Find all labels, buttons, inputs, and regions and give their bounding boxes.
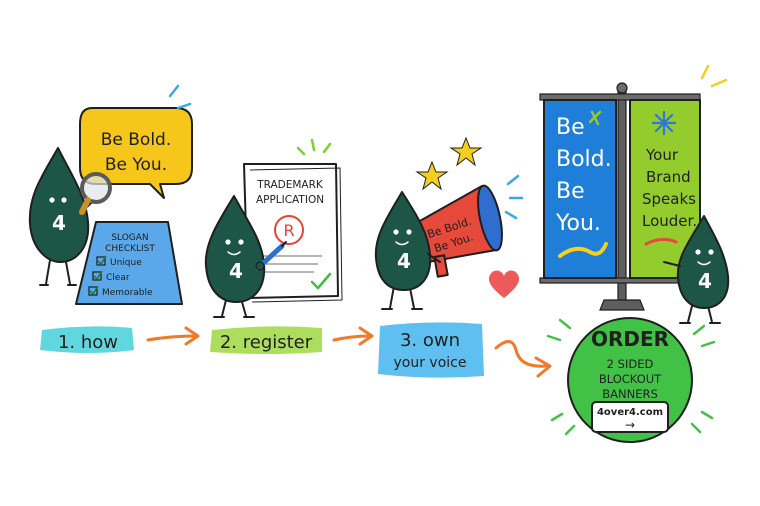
banner-stand: Be Bold. Be You. Your Brand Speaks Loude… bbox=[539, 64, 730, 324]
step-2-label: 2. register bbox=[210, 326, 322, 354]
step-3-text-1: 3. own bbox=[400, 330, 460, 351]
order-url[interactable]: 4over4.com bbox=[597, 407, 663, 418]
heart-icon bbox=[488, 270, 520, 298]
magnifier-icon bbox=[79, 172, 112, 215]
banner-left-line: Be bbox=[556, 179, 585, 204]
checklist-item-label: Memorable bbox=[102, 288, 153, 298]
trademark-document: TRADEMARK APPLICATION R bbox=[243, 163, 343, 303]
banner-right-line: Your bbox=[645, 146, 679, 164]
star-icon bbox=[415, 160, 449, 191]
mascot-number: 4 bbox=[52, 211, 66, 235]
star-icon bbox=[449, 136, 483, 167]
sparkle-lines bbox=[504, 174, 524, 220]
arrow-right-icon bbox=[494, 340, 552, 378]
mascot-number: 4 bbox=[397, 249, 411, 273]
step-3-group: Be Bold. Be You. 4 3. own your voice bbox=[374, 136, 524, 378]
sparkle-lines bbox=[168, 84, 192, 110]
banner-left-line: Be bbox=[556, 115, 585, 140]
order-url-tag[interactable]: 4over4.com → bbox=[591, 401, 669, 433]
drop-mascot: 4 bbox=[28, 147, 112, 286]
doc-title-2: APPLICATION bbox=[256, 194, 324, 206]
checklist-title-1: SLOGAN bbox=[111, 233, 148, 243]
registered-symbol: R bbox=[283, 221, 294, 240]
speech-bubble: Be Bold. Be You. bbox=[79, 107, 193, 199]
checklist-item: Unique bbox=[96, 255, 142, 268]
doc-title-1: TRADEMARK bbox=[256, 179, 324, 191]
pen-icon bbox=[255, 241, 287, 271]
sparkle-lines bbox=[546, 318, 716, 436]
step-2-group: TRADEMARK APPLICATION R 4 bbox=[204, 138, 343, 354]
step-1-label: 1. how bbox=[40, 326, 134, 353]
order-title: ORDER bbox=[591, 327, 669, 351]
bubble-line-2: Be You. bbox=[105, 155, 167, 175]
banner-right-line: Brand bbox=[646, 168, 691, 186]
order-badge[interactable]: ORDER 2 SIDED BLOCKOUT BANNERS 4over4.co… bbox=[546, 317, 716, 443]
banner-left: Be Bold. Be You. bbox=[543, 99, 617, 279]
checklist-item: Memorable bbox=[88, 285, 153, 298]
slogan-checklist: SLOGAN CHECKLIST Unique Clear Memorable bbox=[75, 221, 183, 305]
step-1-text: 1. how bbox=[58, 332, 118, 353]
step-3-label: 3. own your voice bbox=[378, 322, 484, 378]
checklist-item-label: Clear bbox=[106, 273, 130, 283]
step-1-group: Be Bold. Be You. SLOGAN CHECKLIST Unique… bbox=[28, 84, 193, 353]
checklist-item: Clear bbox=[92, 270, 130, 283]
arrow-right-icon: → bbox=[625, 418, 635, 432]
banner-right-line: Speaks bbox=[642, 190, 696, 208]
bubble-line-1: Be Bold. bbox=[101, 130, 172, 150]
order-line-3: BANNERS bbox=[602, 387, 658, 401]
mascot-number: 4 bbox=[698, 269, 712, 293]
banner-left-line: Bold. bbox=[556, 147, 612, 172]
sparkle-lines bbox=[296, 138, 332, 156]
step-2-text: 2. register bbox=[220, 332, 313, 353]
arrow-right-icon bbox=[146, 326, 200, 346]
sparkle-icon bbox=[651, 110, 677, 136]
sparkle-lines bbox=[700, 64, 728, 88]
drop-mascot: 4 bbox=[374, 191, 441, 310]
checklist-title-2: CHECKLIST bbox=[105, 244, 155, 254]
order-line-1: 2 SIDED bbox=[607, 357, 654, 371]
drop-mascot: 4 bbox=[204, 195, 287, 318]
mascot-number: 4 bbox=[229, 259, 243, 283]
megaphone-icon: Be Bold. Be You. bbox=[417, 184, 503, 278]
checklist-item-label: Unique bbox=[110, 258, 142, 268]
order-line-2: BLOCKOUT bbox=[599, 372, 662, 386]
banner-right-line: Louder. bbox=[642, 212, 697, 230]
drop-mascot: 4 bbox=[663, 215, 730, 324]
step-3-text-2: your voice bbox=[394, 355, 467, 371]
arrow-right-icon bbox=[332, 326, 374, 346]
banner-left-line: You. bbox=[555, 211, 601, 236]
